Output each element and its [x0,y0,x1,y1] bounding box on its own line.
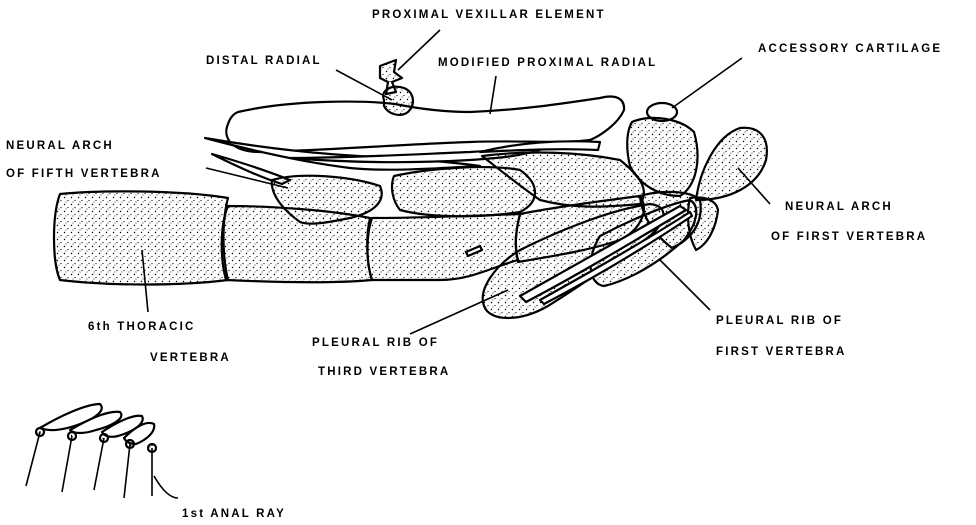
label-rib-third-1: PLEURAL RIB OF [312,337,439,349]
anal-ray-cluster [26,404,156,498]
leader-accessory-cartilage [672,58,742,108]
thoracic-vertebra-6 [54,191,228,284]
neural-spine-right [480,141,600,152]
label-accessory-cartilage: ACCESSORY CARTILAGE [758,43,942,55]
label-neural-arch-first-1: NEURAL ARCH [785,201,893,213]
leader-modified-proximal-radial [490,76,496,114]
label-neural-arch-first-2: OF FIRST VERTEBRA [771,231,927,243]
leader-anal-ray [154,476,178,498]
label-thoracic-1: 6th THORACIC [88,321,196,333]
label-modified-proximal-radial: MODIFIED PROXIMAL RADIAL [438,57,657,69]
label-neural-arch-fifth-1: NEURAL ARCH [6,140,114,152]
label-neural-arch-fifth-2: OF FIFTH VERTEBRA [6,168,162,180]
leader-proximal-vexillar [398,30,440,70]
label-thoracic-2: VERTEBRA [150,352,231,364]
label-rib-third-2: THIRD VERTEBRA [318,366,450,378]
label-distal-radial: DISTAL RADIAL [206,55,322,67]
label-proximal-vexillar-element: PROXIMAL VEXILLAR ELEMENT [372,9,606,21]
label-rib-first-2: FIRST VERTEBRA [716,346,846,358]
label-rib-first-1: PLEURAL RIB OF [716,315,843,327]
leader-rib-first [660,260,710,310]
label-anal-ray: 1st ANAL RAY [182,508,286,520]
